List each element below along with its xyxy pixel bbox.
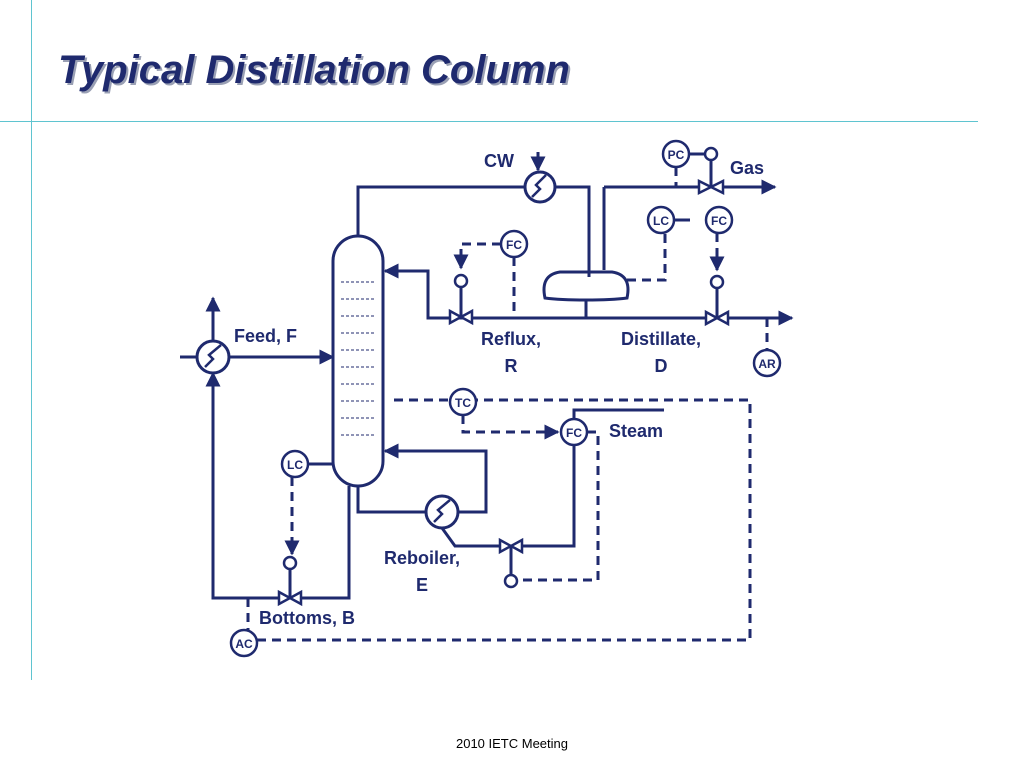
reflux-valve-icon <box>448 273 474 326</box>
liquid-line <box>383 263 794 326</box>
fc-distillate-instrument: FC <box>704 205 734 272</box>
reflux-drum <box>542 187 630 302</box>
reboiler-symbol: E <box>416 575 428 595</box>
svg-text:FC: FC <box>711 214 727 228</box>
bottoms-valve-icon <box>277 555 303 607</box>
gas-label: Gas <box>730 158 764 178</box>
vertical-accent-line <box>31 0 32 680</box>
distillate-label: Distillate, <box>621 329 701 349</box>
ac-instrument: AC <box>229 398 752 658</box>
svg-text:FC: FC <box>506 238 522 252</box>
lc-bottom-instrument: LC <box>280 449 333 556</box>
pc-instrument: PC <box>661 139 705 187</box>
reflux-label: Reflux, <box>481 329 541 349</box>
slide-footer: 2010 IETC Meeting <box>455 736 568 751</box>
reboiler-heat-exchanger-icon <box>424 494 460 530</box>
reboiler-label: Reboiler, <box>384 548 460 568</box>
svg-text:TC: TC <box>455 396 471 410</box>
steam-label: Steam <box>609 421 663 441</box>
steam-valve-icon <box>498 537 524 589</box>
steam-line <box>440 408 664 548</box>
distillate-symbol: D <box>655 356 668 376</box>
bottoms-line <box>205 371 351 600</box>
svg-text:PC: PC <box>668 148 685 162</box>
svg-text:LC: LC <box>653 214 669 228</box>
svg-text:FC: FC <box>566 426 582 440</box>
svg-text:AC: AC <box>235 637 253 651</box>
bottoms-label: Bottoms, B <box>259 608 355 628</box>
overhead-vapor-line <box>356 185 591 277</box>
slide-title: Typical Distillation Column <box>58 48 570 92</box>
feed-preheater-heat-exchanger-icon <box>195 339 231 375</box>
svg-text:AR: AR <box>758 357 776 371</box>
ar-instrument: AR <box>752 318 782 378</box>
reboiler-loop <box>356 443 488 514</box>
cw-label: CW <box>484 151 514 171</box>
horizontal-accent-line <box>0 121 978 122</box>
svg-text:LC: LC <box>287 458 303 472</box>
reflux-symbol: R <box>505 356 518 376</box>
distillation-column <box>331 234 385 488</box>
condenser-heat-exchanger-icon <box>523 152 557 204</box>
distillate-valve-icon <box>704 274 730 327</box>
fc-reflux-instrument: FC <box>453 229 529 318</box>
feed-label: Feed, F <box>234 326 297 346</box>
fc-steam-instrument: FC <box>517 417 600 582</box>
lc-drum-instrument: LC <box>627 205 690 282</box>
tc-instrument: TC <box>448 387 560 440</box>
